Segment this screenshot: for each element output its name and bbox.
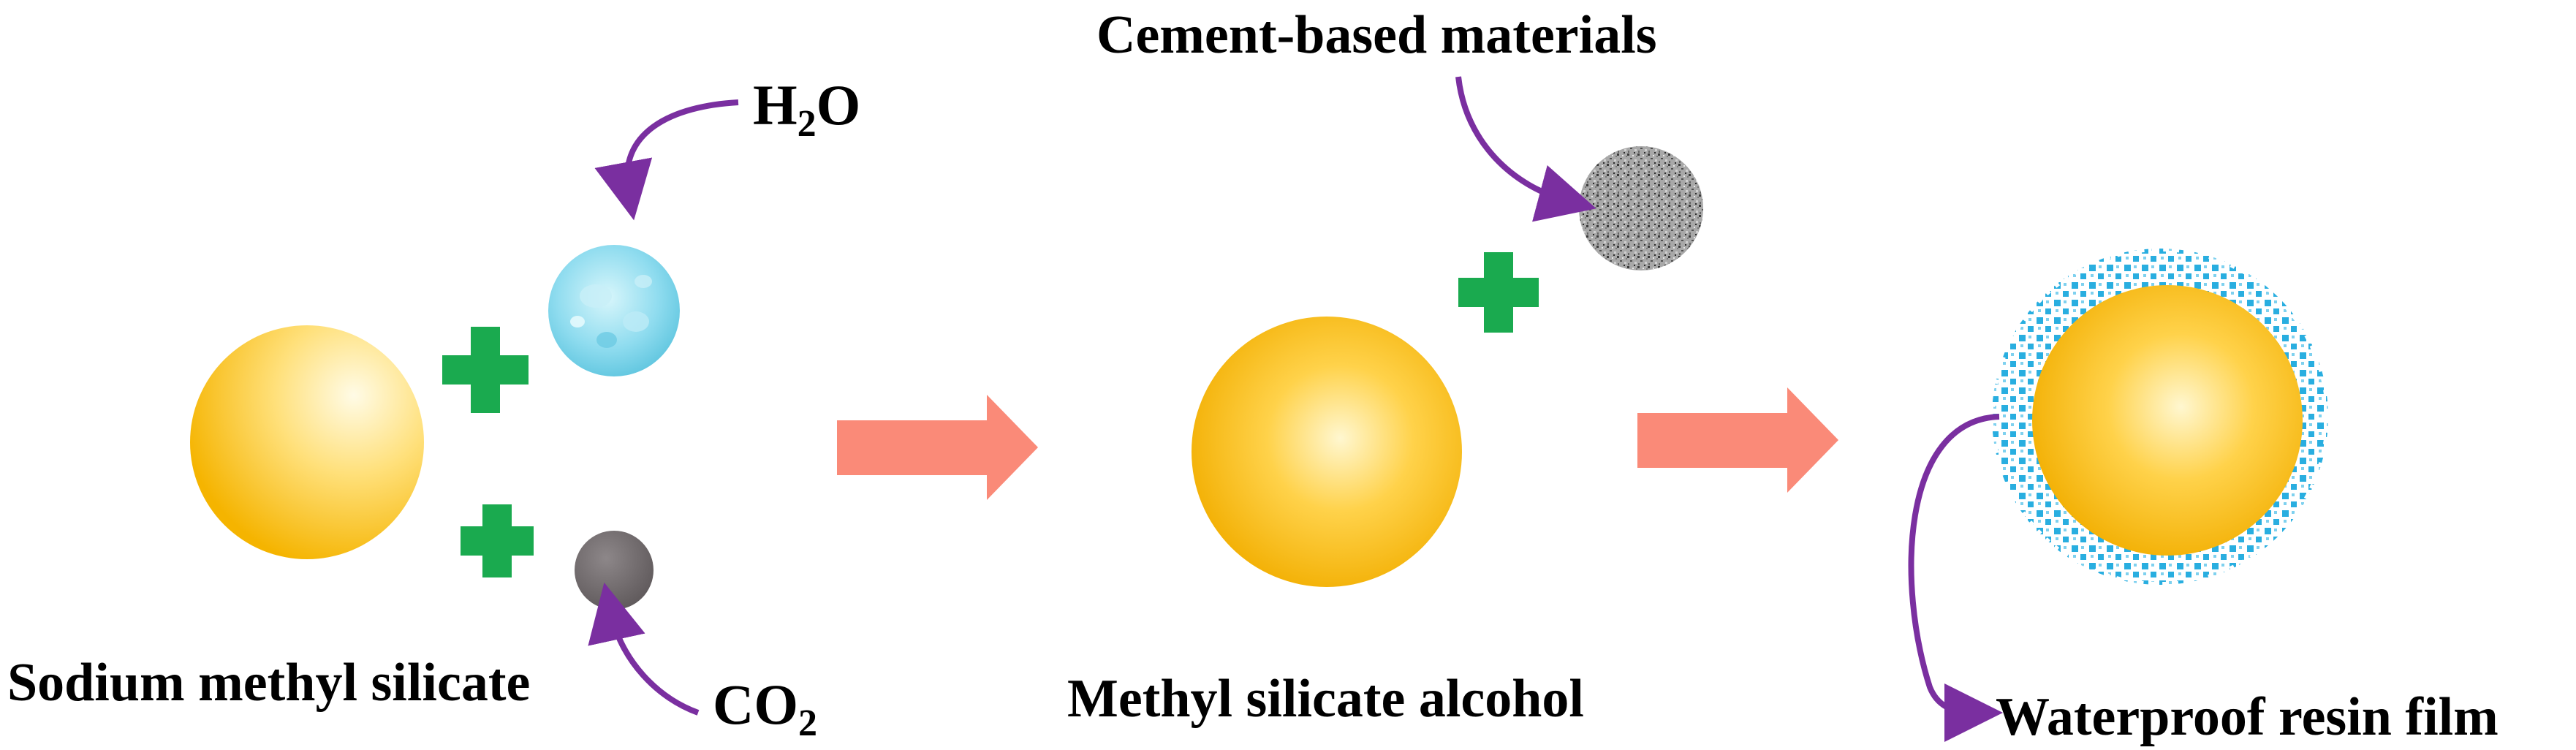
h2o-label: H2O <box>753 73 860 145</box>
h2o-label-subscript: 2 <box>798 103 817 145</box>
coated-particle-sphere <box>2032 285 2303 556</box>
cement-based-materials-label: Cement-based materials <box>1096 5 1657 65</box>
plus-icon <box>442 327 529 413</box>
right-arrow-icon <box>837 395 1038 500</box>
curved-arrow-icon <box>1455 76 1596 222</box>
curved-arrow-icon <box>594 99 739 221</box>
sodium-methyl-silicate-label: Sodium methyl silicate <box>7 653 530 713</box>
waterproof-resin-film-label: Waterproof resin film <box>1996 687 2499 747</box>
curved-arrow-icon <box>588 582 700 716</box>
water-sphere <box>548 245 680 376</box>
co2-sphere <box>575 531 654 610</box>
plus-icon <box>461 504 534 577</box>
h2o-label-tail: O <box>817 73 861 137</box>
curved-arrow-icon <box>1908 414 2003 742</box>
plus-icon <box>1458 252 1539 333</box>
right-arrow-icon <box>1637 387 1838 493</box>
co2-label: CO2 <box>713 673 817 744</box>
co2-label-subscript: 2 <box>798 702 817 744</box>
cement-sphere <box>1579 146 1703 270</box>
co2-label-main: CO <box>713 673 798 736</box>
h2o-label-main: H <box>753 73 798 137</box>
methyl-silicate-alcohol-sphere <box>1192 317 1462 587</box>
methyl-silicate-alcohol-label: Methyl silicate alcohol <box>1067 669 1584 729</box>
sodium-methyl-silicate-sphere <box>190 325 424 559</box>
